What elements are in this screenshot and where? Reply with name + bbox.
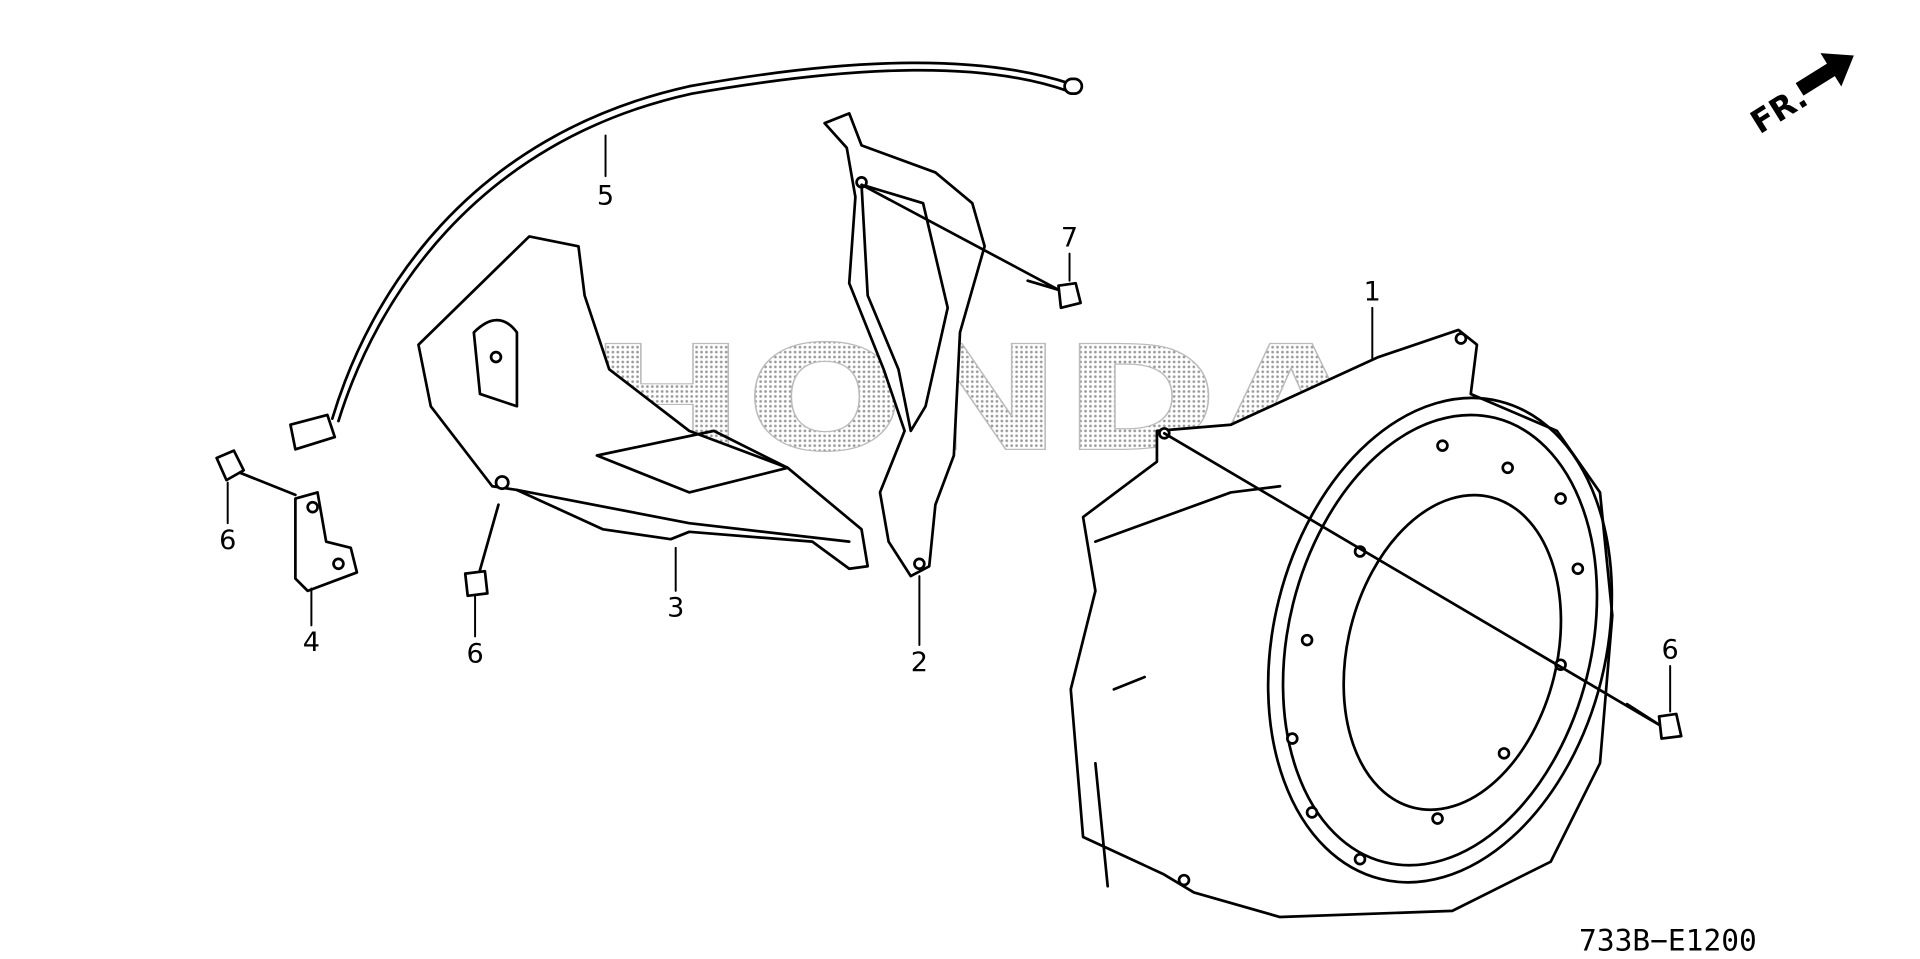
- part-6-bolt-right: [1162, 431, 1683, 740]
- callout-6-right: 6: [1662, 635, 1679, 666]
- part-3-shroud: [417, 235, 870, 571]
- leader-lines: [226, 134, 1672, 713]
- callout-4: 4: [303, 627, 320, 658]
- arrow-icon: [1795, 53, 1854, 96]
- callout-1: 1: [1364, 276, 1381, 307]
- part-6-bolt-middle: [463, 503, 500, 598]
- callout-3: 3: [667, 593, 684, 624]
- part-5-cable: [289, 61, 1084, 451]
- callout-5: 5: [597, 180, 614, 211]
- part-4-bracket: [294, 491, 359, 593]
- front-direction-indicator: FR.: [1744, 53, 1854, 141]
- callout-6-left: 6: [219, 525, 236, 556]
- callout-2: 2: [911, 647, 928, 678]
- callout-6-middle: 6: [466, 638, 483, 669]
- part-1-fan-cover: [1069, 328, 1614, 919]
- diagram-code: 733B−E1200: [1579, 923, 1757, 957]
- part-7-bolt-top: [860, 183, 1082, 310]
- callout-7: 7: [1061, 222, 1078, 253]
- part-6-bolt-left: [215, 449, 297, 497]
